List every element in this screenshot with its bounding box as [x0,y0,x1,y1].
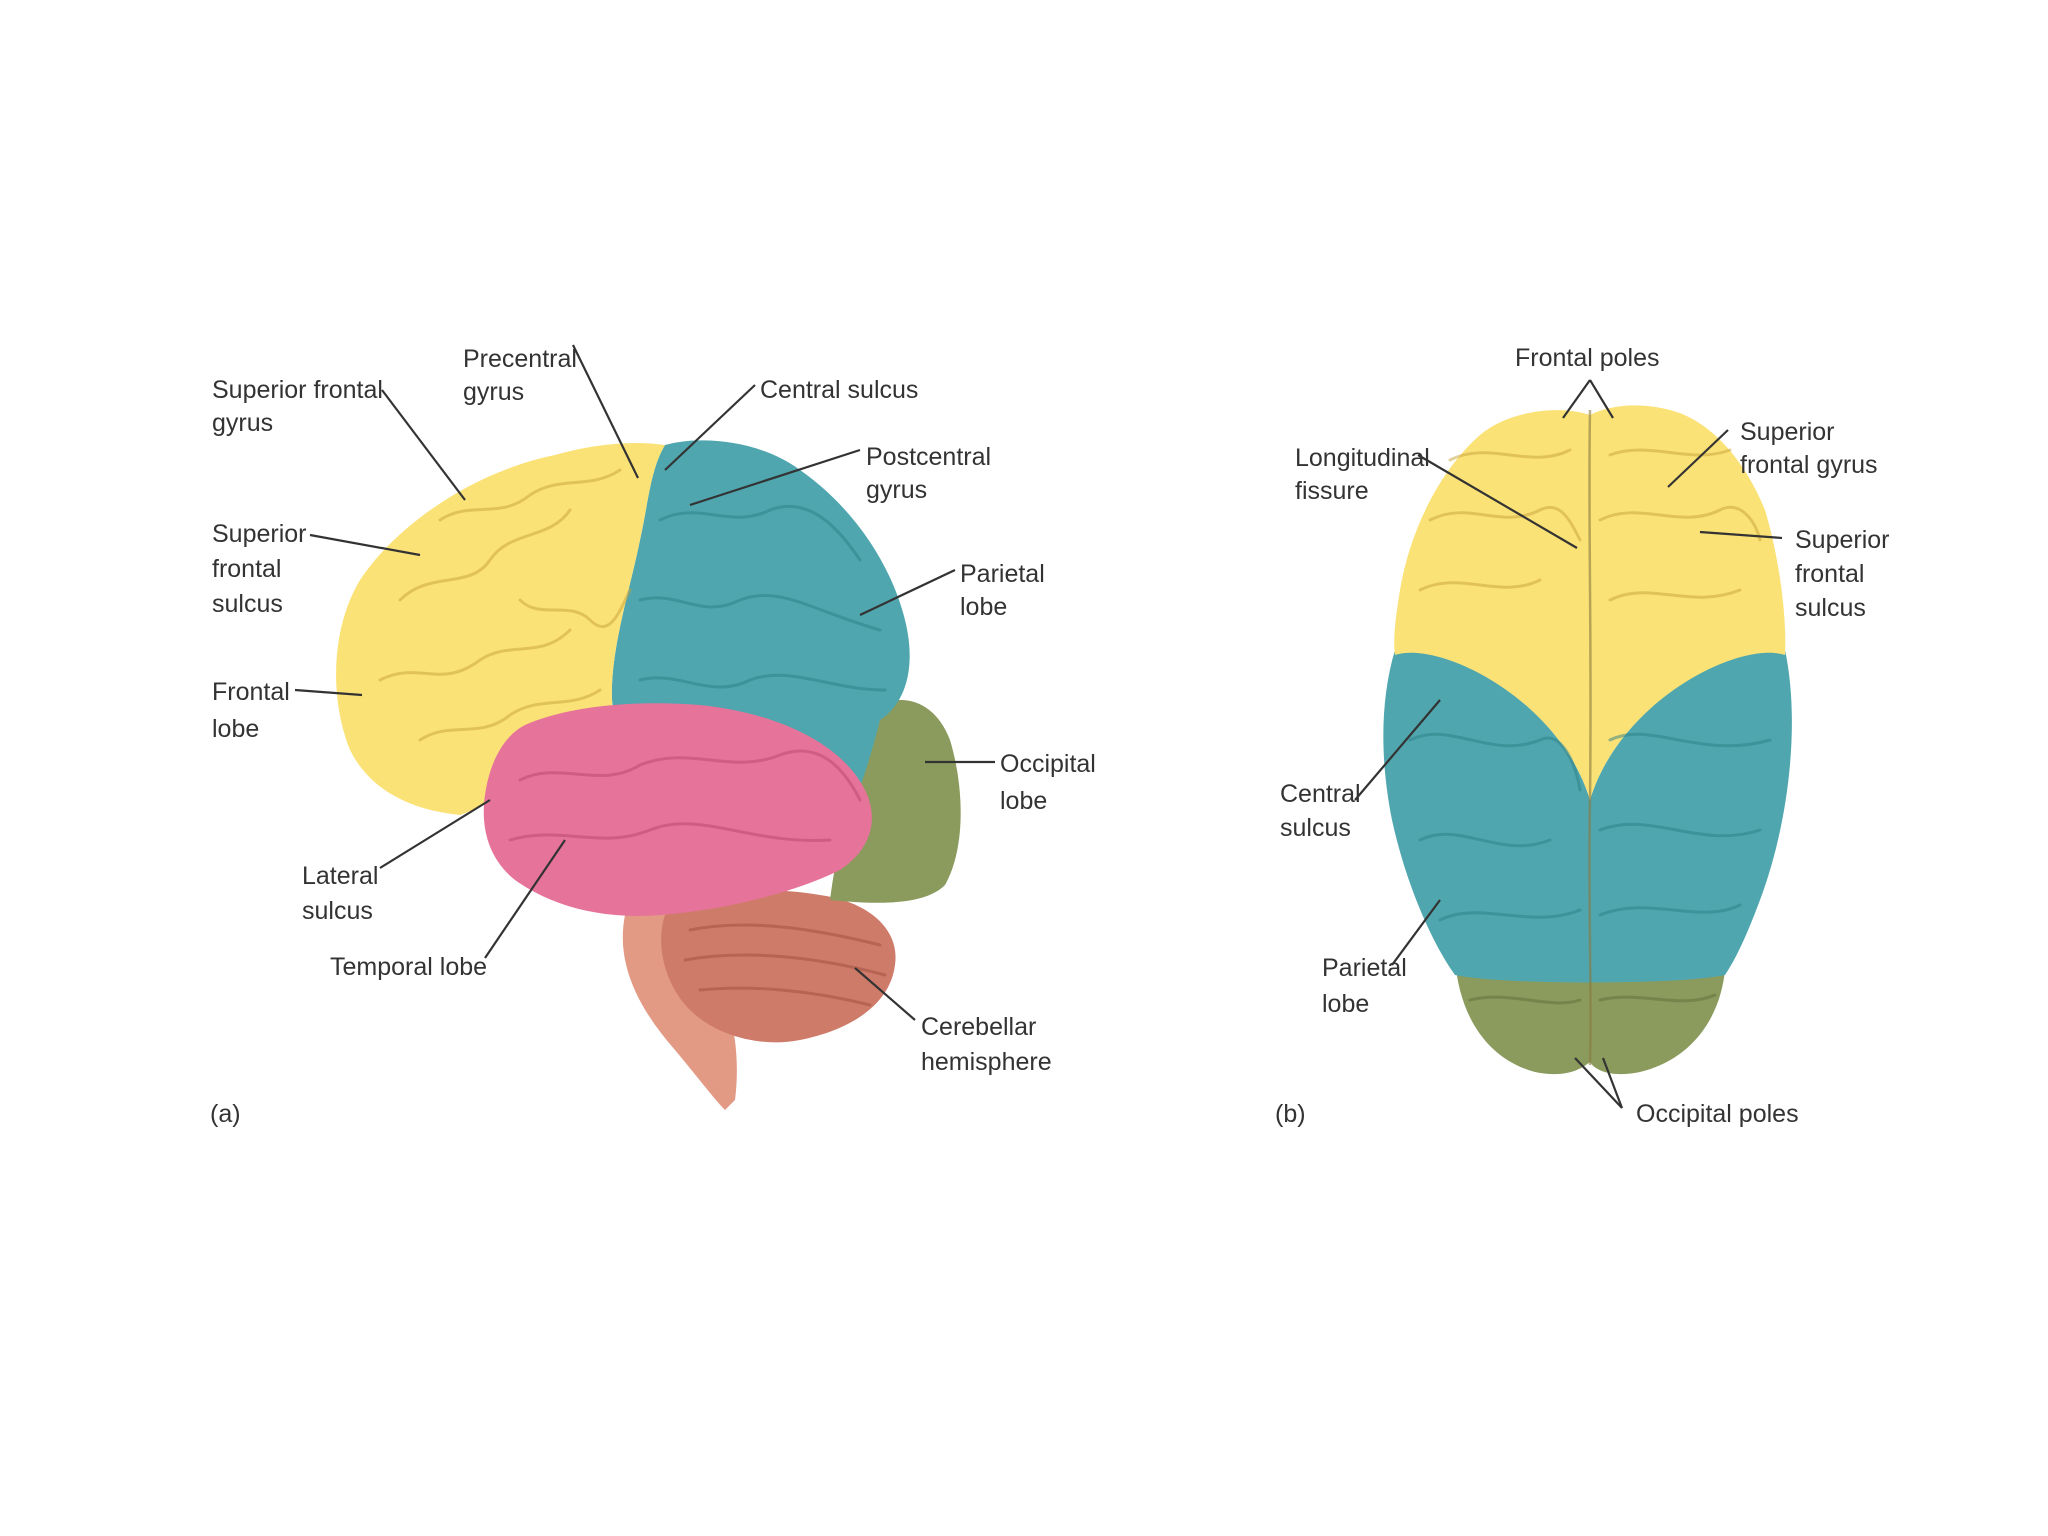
parietal-region-shape [1383,648,1792,983]
label-temporal-lobe: Temporal lobe [330,953,487,981]
label-superior-frontal-gyrus: Superior frontal gyrus [212,376,390,437]
label-cerebellar-hemisphere: Cerebellar hemisphere [921,1013,1052,1076]
label-occipital-poles: Occipital poles [1636,1100,1799,1128]
label-superior-frontal-sulcus: Superior frontal sulcus [212,520,313,618]
label-lateral-sulcus: Lateral sulcus [302,862,385,925]
panel-b-superior-view: Frontal poles Longitudinal fissure Super… [1275,344,1896,1128]
label-superior-frontal-gyrus-b: Superior frontal gyrus [1740,418,1878,479]
label-longitudinal-fissure: Longitudinal fissure [1295,444,1437,505]
label-parietal-lobe-b: Parietal lobe [1322,954,1414,1018]
label-postcentral-gyrus: Postcentral gyrus [866,443,998,504]
panel-b-leader-lines [1354,379,1783,1109]
panel-a-leader-lines [294,344,995,1021]
panel-a-lateral-view: Superior frontal gyrus Precentral gyrus … [210,344,1103,1128]
label-precentral-gyrus: Precentral gyrus [463,345,584,406]
panel-a-tag: (a) [210,1100,241,1128]
cerebellar-hemisphere-shape [661,890,896,1043]
label-occipital-lobe: Occipital lobe [1000,750,1103,815]
label-central-sulcus: Central sulcus [760,376,918,404]
label-parietal-lobe: Parietal lobe [960,560,1052,621]
label-central-sulcus-b: Central sulcus [1280,780,1368,842]
label-frontal-lobe: Frontal lobe [212,678,297,743]
label-frontal-poles: Frontal poles [1515,344,1660,372]
panel-b-tag: (b) [1275,1100,1306,1128]
label-superior-frontal-sulcus-b: Superior frontal sulcus [1795,526,1896,622]
